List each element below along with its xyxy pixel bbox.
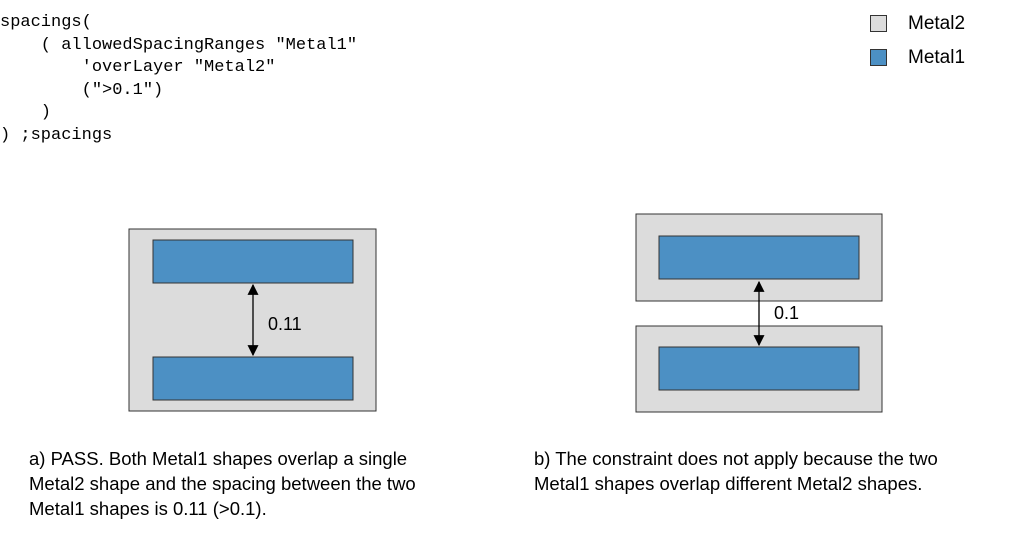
metal1-shape-top: [658, 235, 860, 280]
spacing-label: 0.11: [268, 314, 302, 334]
caption-line: Metal1 shapes is 0.11 (>0.1).: [29, 498, 267, 519]
code-line: ) ;spacings: [0, 125, 113, 145]
legend-label-metal1: Metal1: [908, 47, 966, 68]
caption-a: a) PASS. Both Metal1 shapes overlap a si…: [29, 446, 416, 521]
caption-b: b) The constraint does not apply because…: [534, 446, 938, 496]
code-line: ): [0, 103, 52, 122]
code-block: spacings( ( allowedSpacingRanges "Metal1…: [0, 12, 357, 147]
diagram-b: 0.1: [635, 213, 883, 413]
legend-swatch-metal2: [870, 15, 887, 32]
spacing-label: 0.1: [774, 303, 799, 323]
code-line: ( allowedSpacingRanges "Metal1": [0, 35, 358, 55]
caption-line: Metal1 shapes overlap different Metal2 s…: [534, 473, 923, 494]
metal1-shape-top: [152, 239, 354, 284]
legend-label-metal2: Metal2: [908, 13, 966, 34]
caption-line: a) PASS. Both Metal1 shapes overlap a si…: [29, 448, 408, 469]
code-line: spacings(: [0, 13, 92, 32]
caption-line: b) The constraint does not apply because…: [534, 448, 938, 469]
metal1-shape-bottom: [152, 356, 354, 401]
legend-swatch-metal1: [870, 49, 887, 66]
code-line: (">0.1"): [0, 80, 164, 100]
caption-line: Metal2 shape and the spacing between the…: [29, 473, 416, 494]
diagram-a: 0.11: [128, 228, 377, 412]
code-line: 'overLayer "Metal2": [0, 58, 276, 77]
metal1-shape-bottom: [658, 346, 860, 391]
